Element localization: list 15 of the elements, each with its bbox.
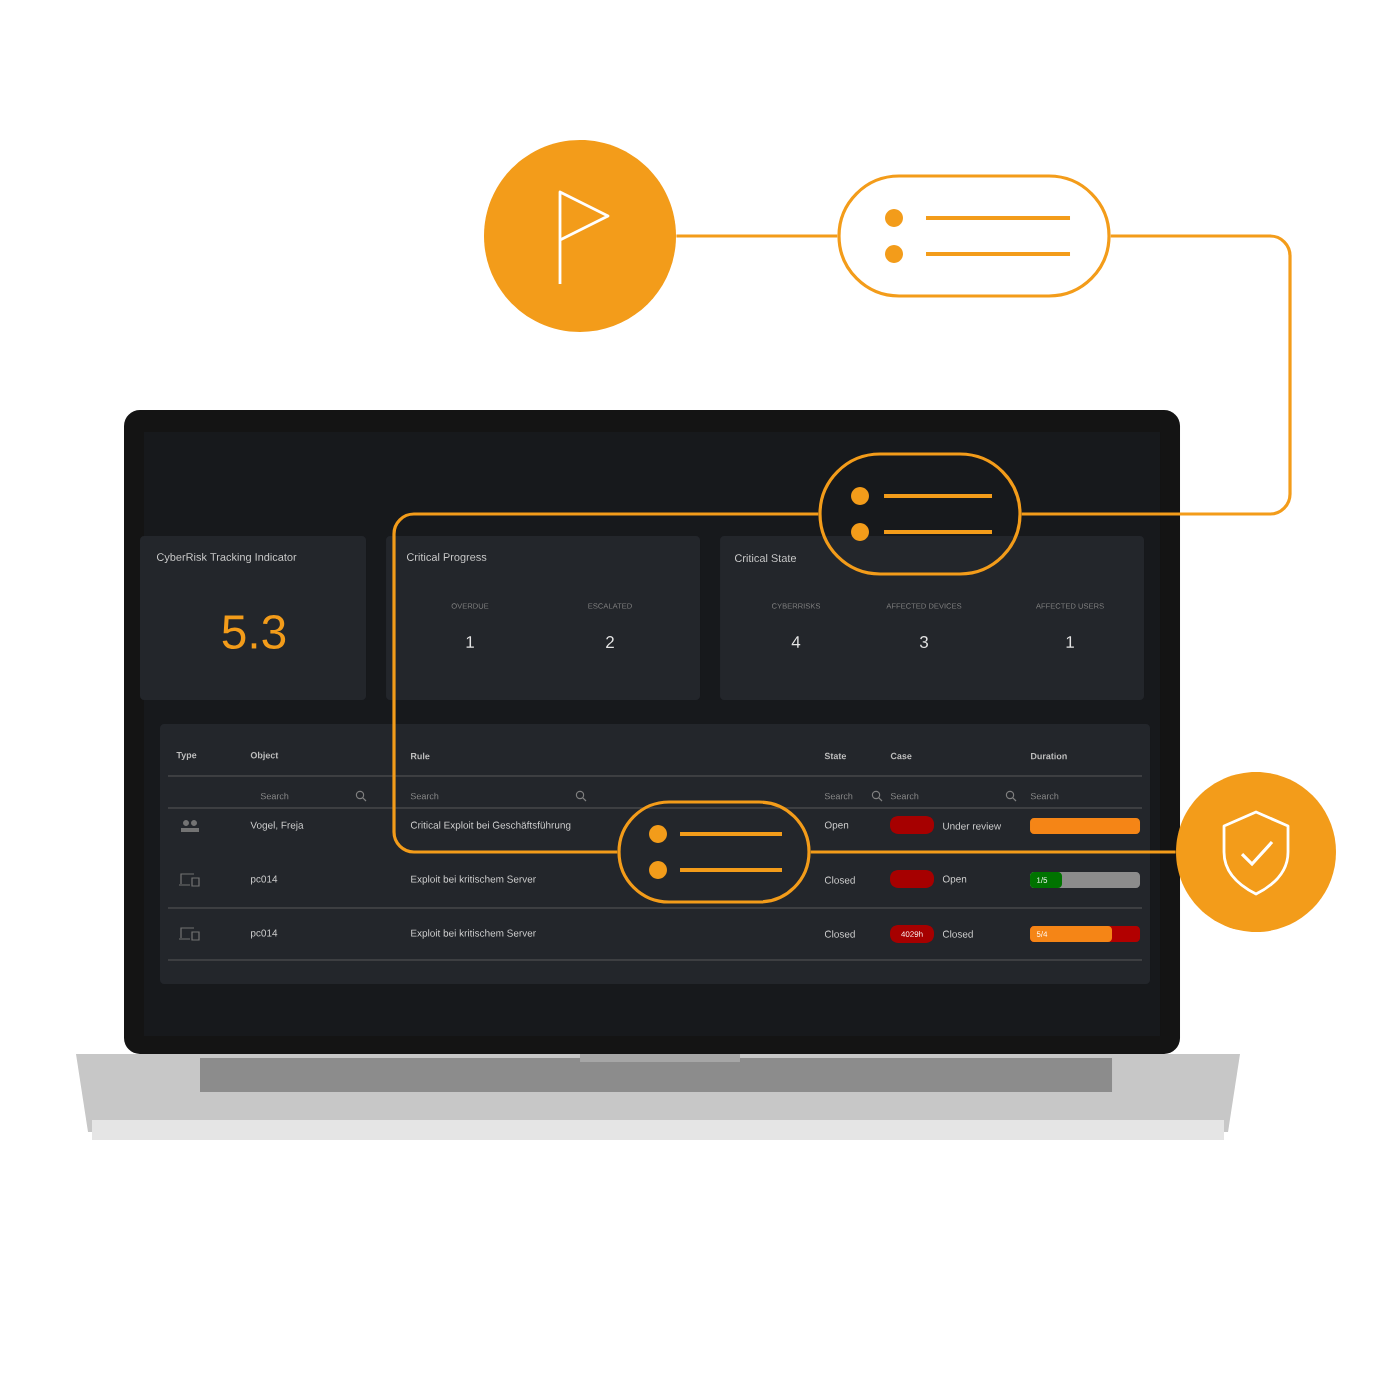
metric-value: 1 [1066, 636, 1074, 648]
icon-circle [1176, 772, 1336, 932]
metric-value: 4 [791, 636, 801, 648]
list-bubble [818, 452, 1022, 576]
metric-value: 3 [919, 636, 928, 648]
list-bubble [837, 174, 1111, 298]
connector-line [392, 512, 819, 854]
metric-value: 1 [466, 636, 474, 648]
metric-value: 2 [606, 636, 614, 648]
connector-line [810, 850, 1176, 854]
connector-line [676, 234, 838, 238]
metric-value: 5.3 [222, 615, 286, 649]
list-bubble [617, 800, 811, 904]
connector-line [1021, 234, 1292, 516]
icon-circle [484, 140, 676, 332]
